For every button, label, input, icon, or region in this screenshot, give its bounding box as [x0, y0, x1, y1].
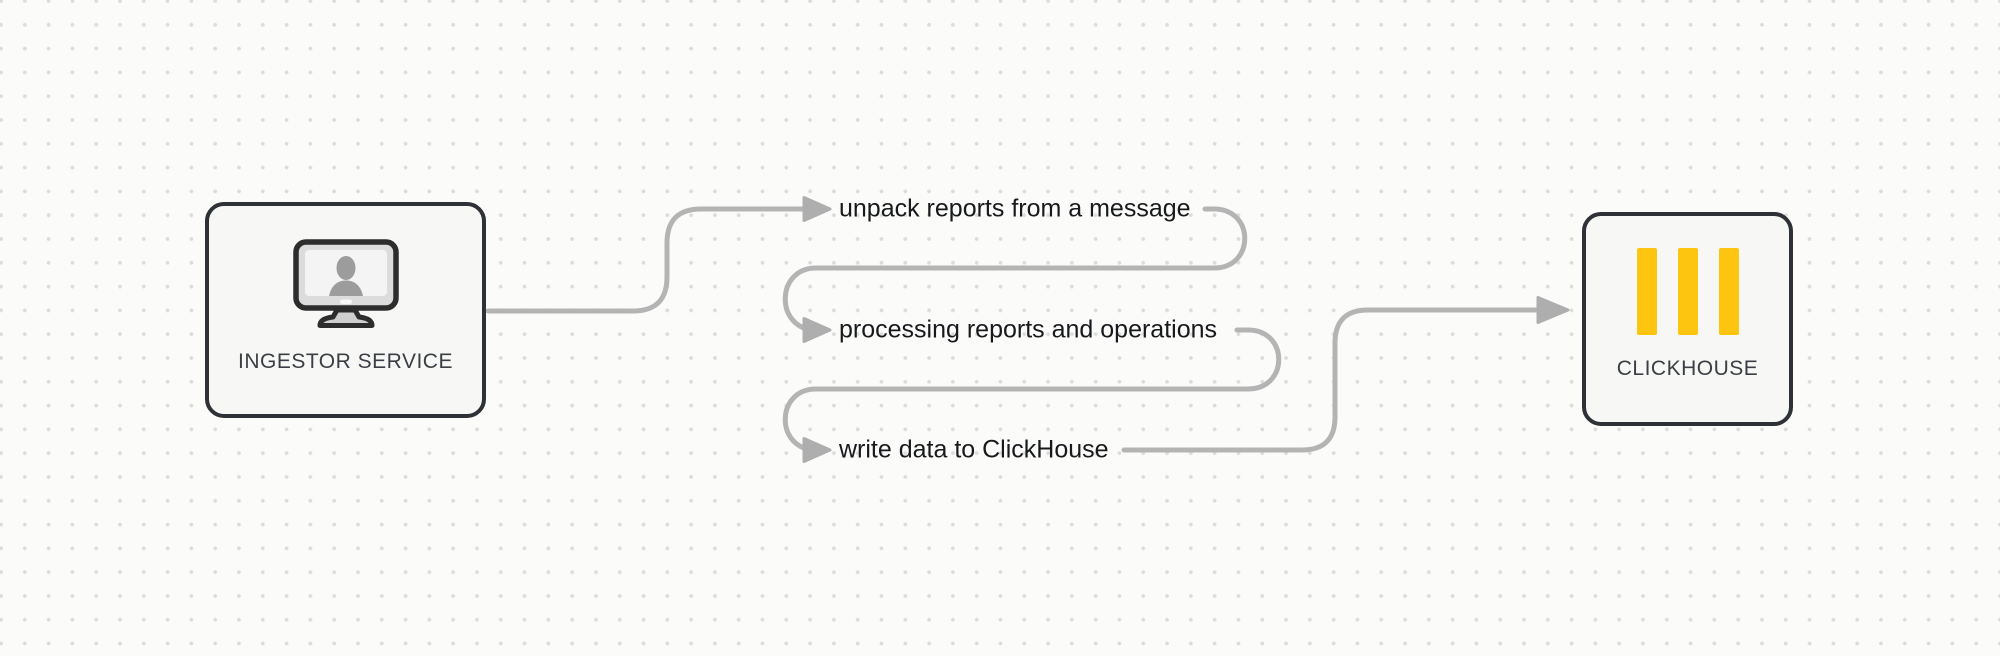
user-silhouette-icon — [328, 256, 363, 296]
clickhouse-bar — [1636, 248, 1657, 335]
node-clickhouse: CLICKHOUSE — [1582, 212, 1793, 426]
node-ingestor-service: INGESTOR SERVICE — [205, 202, 486, 418]
step-label-processing: processing reports and operations — [839, 315, 1218, 344]
arrowhead-icon — [802, 196, 832, 222]
arrowhead-icon — [802, 317, 832, 343]
monitor-user-icon — [292, 239, 399, 328]
clickhouse-bars-icon — [1636, 248, 1739, 335]
node-label-clickhouse: CLICKHOUSE — [1616, 357, 1759, 380]
clickhouse-bar — [1677, 248, 1698, 335]
connector-step1-to-step2 — [782, 206, 1248, 333]
step-label-write: write data to ClickHouse — [839, 435, 1109, 464]
arrowhead-icon — [802, 437, 832, 463]
clickhouse-bar — [1718, 248, 1739, 335]
step-label-unpack: unpack reports from a message — [839, 194, 1191, 223]
arrowhead-icon — [1536, 296, 1570, 324]
connector-ingestor-to-step1 — [485, 206, 809, 314]
node-label-ingestor: INGESTOR SERVICE — [238, 350, 453, 373]
connector-step2-to-step3 — [782, 327, 1282, 453]
